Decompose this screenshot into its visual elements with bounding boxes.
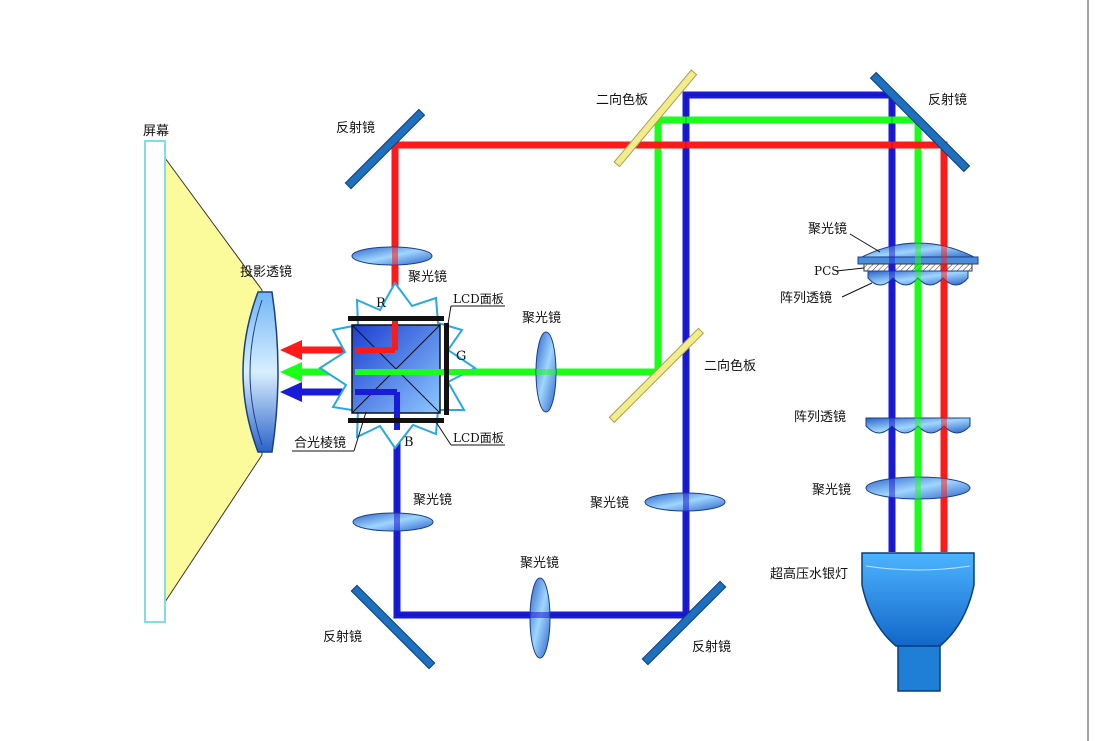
lcd-panel-bottom-label: LCD面板 (453, 431, 504, 445)
lcd-panel-red (348, 316, 444, 321)
blue-light-path (393, 91, 896, 619)
pcs-label: PCS (814, 264, 839, 278)
projection-lens-inner-curve (249, 299, 263, 446)
pcs-leader (835, 267, 865, 272)
condenser-lens-blue (352, 512, 434, 532)
mirror-top-right-label: 反射镜 (928, 92, 967, 108)
mirror-bottom-right-label: 反射镜 (692, 639, 731, 655)
projection-lens-label: 投影透镜 (240, 264, 292, 280)
condenser-lens-red-label: 聚光镜 (408, 270, 447, 285)
screen (144, 140, 166, 623)
green-output-arrowhead (280, 362, 302, 382)
mirror-bottom-left (350, 584, 436, 670)
condenser-lens-blue-label: 聚光镜 (413, 493, 452, 508)
mirror-top-left-label: 反射镜 (336, 120, 375, 136)
lcd-panel-green-leader (445, 305, 452, 337)
mirror-bottom-left-label: 反射镜 (323, 629, 362, 645)
condenser-lens-bottom-label: 聚光镜 (520, 556, 559, 571)
letter-g: G (456, 349, 466, 364)
red-output-arrowhead (280, 340, 302, 360)
mercury-lamp-base (897, 645, 941, 692)
blue-output-arrowhead (280, 382, 302, 402)
array-lens-top-leader (841, 282, 873, 298)
mercury-lamp-label: 超高压水银灯 (770, 566, 848, 582)
prism-leader (353, 411, 367, 452)
lcd-panel-top-label: LCD面板 (453, 292, 504, 306)
letter-b: B (404, 435, 414, 450)
mirror-top-left (344, 108, 426, 190)
mercury-lamp-waterline (865, 565, 971, 571)
dichroic-plate-top (613, 69, 698, 168)
screen-label: 屏幕 (143, 124, 169, 139)
mercury-lamp-reflector (861, 552, 975, 647)
dichroic-plate-mid-label: 二向色板 (704, 358, 756, 374)
projection-lens (242, 291, 279, 453)
dichroic-plate-mid (608, 327, 705, 424)
prism-label: 合光棱镜 (294, 435, 346, 451)
condenser-lens-green-label: 聚光镜 (522, 311, 561, 326)
lcd-panel-blue (348, 418, 444, 423)
lcd-panel-bottom-leader (435, 421, 452, 446)
red-light-path (391, 141, 948, 552)
lcd-panel-green (444, 323, 449, 415)
condenser-lens-right-label: 聚光镜 (590, 496, 629, 511)
condenser-top-right-leader (849, 233, 881, 253)
condenser-lens-top-right-label: 聚光镜 (808, 222, 847, 237)
blue-path-outline (396, 94, 893, 616)
mirror-bottom-right (641, 580, 727, 666)
mirror-top-right (869, 71, 971, 173)
dichroic-plate-top-label: 二向色板 (596, 92, 648, 108)
condenser-lens-lamp-label: 聚光镜 (812, 483, 851, 498)
array-lens-top-label: 阵列透镜 (780, 291, 832, 306)
letter-r: R (376, 296, 387, 311)
array-lens-bottom-label: 阵列透镜 (794, 410, 846, 425)
